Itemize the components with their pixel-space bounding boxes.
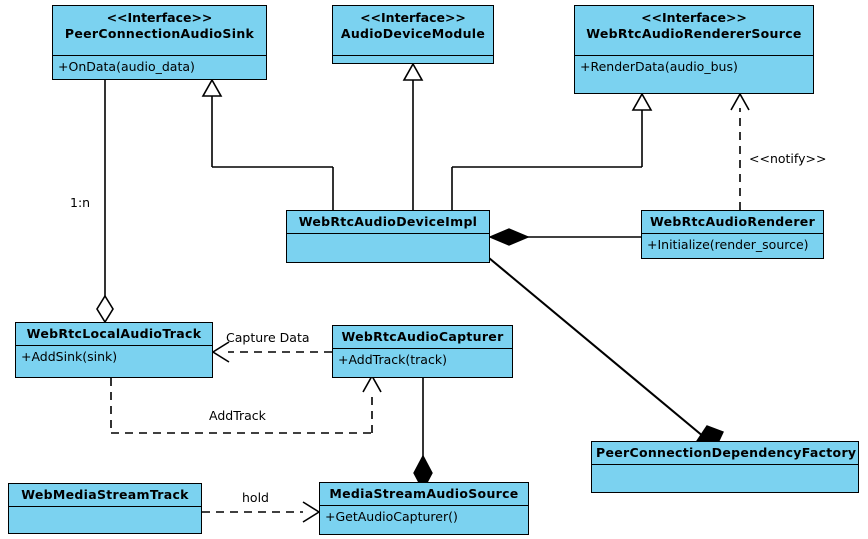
class-header-media-stream-audio-source: MediaStreamAudioSource: [320, 483, 528, 506]
class-member-peer-connection-audio-sink: +OnData(audio_data): [58, 59, 195, 74]
edge-composition-impl-factory: [488, 257, 724, 448]
class-header-peer-connection-audio-sink: <<Interface>> PeerConnectionAudioSink: [53, 6, 266, 56]
edge-dependency-hold: [202, 501, 321, 523]
class-box-media-stream-audio-source[interactable]: MediaStreamAudioSource +GetAudioCapturer…: [319, 482, 529, 535]
class-name-web-media-stream-track: WebMediaStreamTrack: [21, 487, 189, 502]
class-box-audio-device-module[interactable]: <<Interface>> AudioDeviceModule: [332, 5, 494, 64]
class-box-webrtc-audio-renderer[interactable]: WebRtcAudioRenderer +Initialize(render_s…: [641, 210, 824, 259]
class-name-webrtc-audio-capturer: WebRtcAudioCapturer: [341, 329, 504, 344]
edge-label-notify: <<notify>>: [749, 151, 827, 166]
class-header-webrtc-local-audio-track: WebRtcLocalAudioTrack: [16, 323, 212, 346]
edge-aggregation-1-n: [96, 80, 114, 324]
class-name-webrtc-audio-renderer-source: WebRtcAudioRendererSource: [586, 25, 802, 41]
class-name-webrtc-audio-renderer: WebRtcAudioRenderer: [649, 214, 816, 229]
stereotype-interface-webrtc-audio-renderer-source: <<Interface>>: [641, 10, 747, 25]
edge-dependency-add-track: [110, 374, 382, 434]
edge-realization-to-peerconnectionaudiosink: [201, 78, 334, 210]
class-member-audio-device-module: [333, 56, 493, 62]
class-box-webrtc-audio-device-impl[interactable]: WebRtcAudioDeviceImpl: [286, 210, 490, 263]
class-header-web-media-stream-track: WebMediaStreamTrack: [9, 484, 201, 507]
class-header-peer-connection-dependency-factory: PeerConnectionDependencyFactory: [592, 442, 858, 465]
class-name-peer-connection-dependency-factory: PeerConnectionDependencyFactory: [596, 445, 857, 460]
stereotype-interface-audio-device-module: <<Interface>>: [360, 10, 466, 25]
edge-composition-capturer-source: [413, 378, 433, 492]
edge-composition-impl-renderer: [488, 228, 641, 246]
edge-dependency-notify: [730, 92, 750, 210]
class-box-webrtc-audio-renderer-source[interactable]: <<Interface>> WebRtcAudioRendererSource …: [574, 5, 814, 94]
class-box-web-media-stream-track[interactable]: WebMediaStreamTrack: [8, 483, 202, 534]
class-name-webrtc-audio-device-impl: WebRtcAudioDeviceImpl: [298, 214, 478, 229]
class-name-peer-connection-audio-sink: PeerConnectionAudioSink: [64, 25, 255, 41]
class-member-media-stream-audio-source: +GetAudioCapturer(): [325, 509, 458, 524]
class-member-web-media-stream-track: [9, 507, 201, 533]
class-header-webrtc-audio-renderer-source: <<Interface>> WebRtcAudioRendererSource: [575, 6, 813, 56]
class-header-webrtc-audio-device-impl: WebRtcAudioDeviceImpl: [287, 211, 489, 234]
class-header-webrtc-audio-renderer: WebRtcAudioRenderer: [642, 211, 823, 234]
class-member-webrtc-audio-capturer: +AddTrack(track): [338, 352, 447, 367]
class-member-webrtc-local-audio-track: +AddSink(sink): [21, 349, 118, 364]
class-member-peer-connection-dependency-factory: [592, 465, 858, 492]
edge-label-hold: hold: [242, 490, 269, 505]
edge-label-capture-data: Capture Data: [226, 330, 310, 345]
edge-realization-to-audiodevicemodule: [402, 62, 424, 210]
class-name-audio-device-module: AudioDeviceModule: [340, 25, 486, 41]
class-member-webrtc-audio-renderer: +Initialize(render_source): [647, 237, 809, 252]
edge-dependency-capture-data: [211, 341, 332, 363]
edge-realization-to-webrtcaudiorenderersource: [451, 92, 653, 210]
edge-label-add-track: AddTrack: [209, 408, 266, 423]
class-box-peer-connection-audio-sink[interactable]: <<Interface>> PeerConnectionAudioSink +O…: [52, 5, 267, 80]
class-name-webrtc-local-audio-track: WebRtcLocalAudioTrack: [26, 326, 202, 341]
class-name-media-stream-audio-source: MediaStreamAudioSource: [329, 486, 519, 501]
edge-label-one-to-n: 1:n: [70, 195, 91, 210]
class-member-webrtc-audio-device-impl: [287, 234, 489, 262]
stereotype-interface-peer-connection-audio-sink: <<Interface>>: [106, 10, 213, 25]
class-header-webrtc-audio-capturer: WebRtcAudioCapturer: [333, 326, 512, 349]
class-member-webrtc-audio-renderer-source: +RenderData(audio_bus): [580, 59, 738, 74]
class-header-audio-device-module: <<Interface>> AudioDeviceModule: [333, 6, 493, 56]
class-box-webrtc-audio-capturer[interactable]: WebRtcAudioCapturer +AddTrack(track): [332, 325, 513, 378]
class-box-peer-connection-dependency-factory[interactable]: PeerConnectionDependencyFactory: [591, 441, 859, 493]
class-box-webrtc-local-audio-track[interactable]: WebRtcLocalAudioTrack +AddSink(sink): [15, 322, 213, 378]
